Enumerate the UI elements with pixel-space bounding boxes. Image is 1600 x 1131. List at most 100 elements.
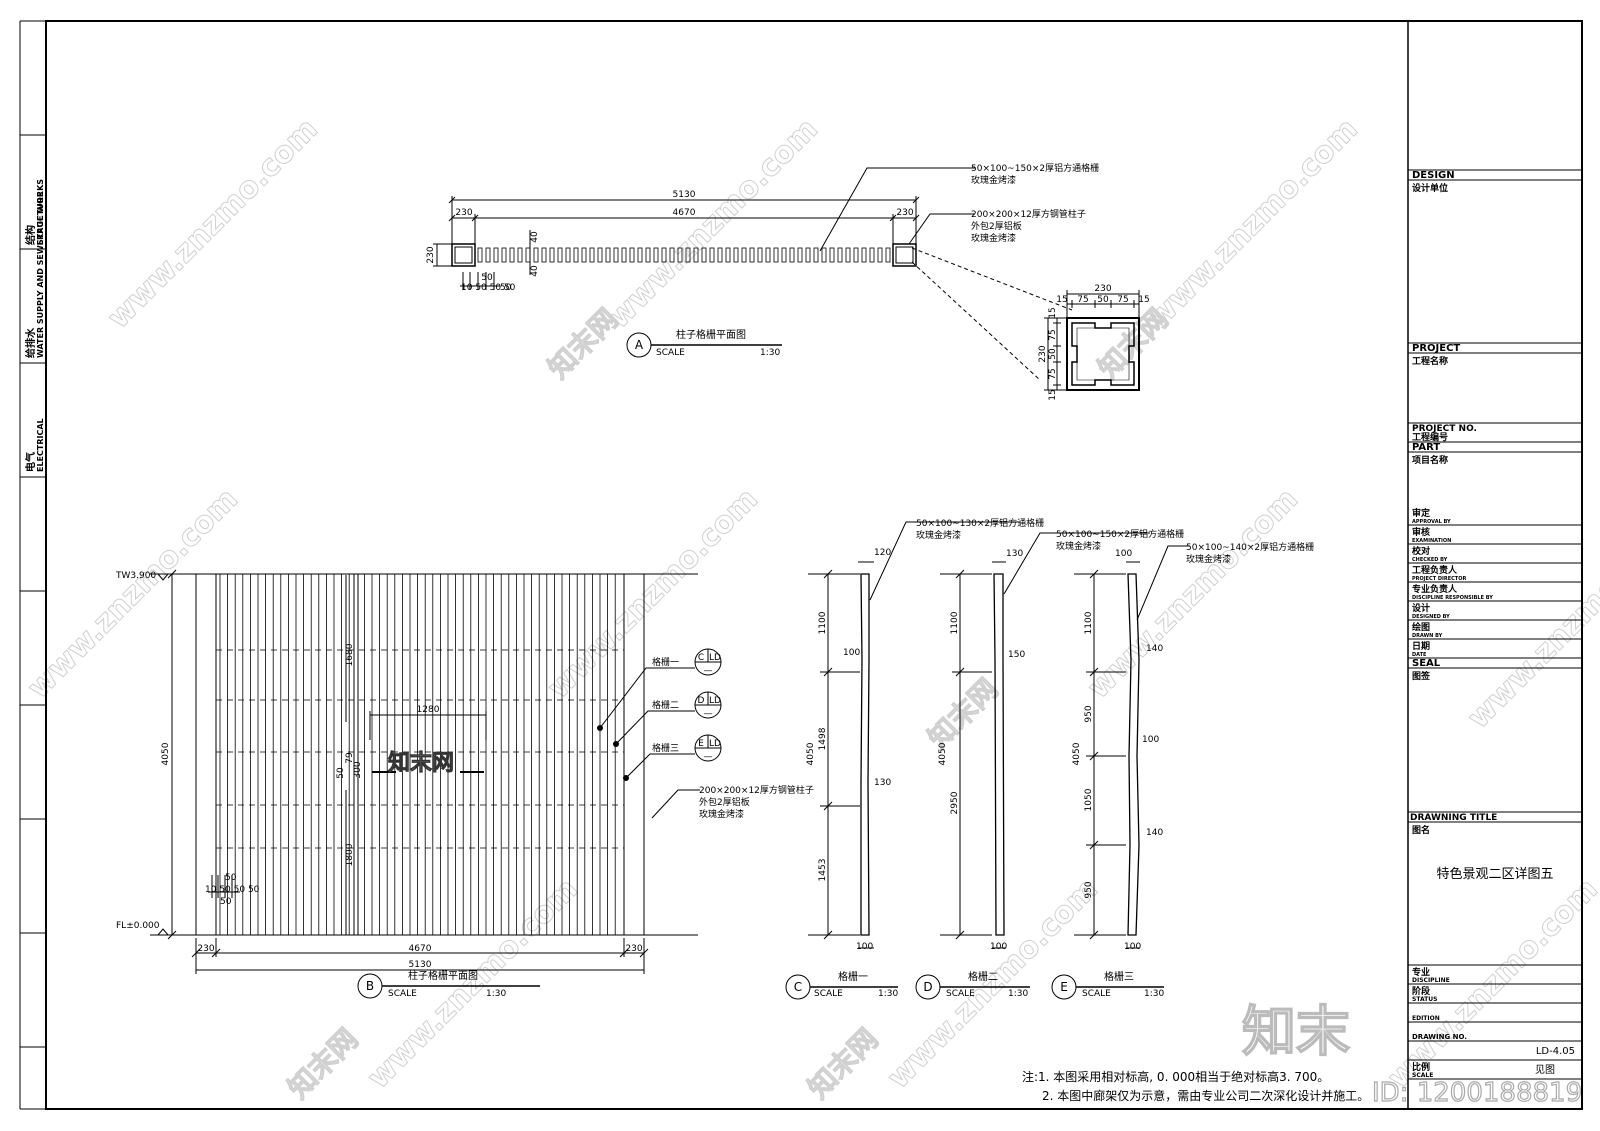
view-d-title: 格栅二 xyxy=(968,970,998,983)
view-a-dim-40a: 40 xyxy=(530,231,540,243)
view-d-h2: 2950 xyxy=(950,791,960,814)
view-a-dim-mid: 4670 xyxy=(673,208,696,218)
tb-design-en: DESIGN xyxy=(1412,170,1455,181)
watermark-id: ID: 1200188819 xyxy=(1372,1078,1582,1108)
view-c-mid1-w: 100 xyxy=(843,648,860,658)
view-a-dim-left: 230 xyxy=(455,208,472,218)
side-structure-cn: 结构 xyxy=(24,225,37,245)
view-b-dim-bottom-right: 230 xyxy=(625,944,642,954)
view-e-total-h: 4050 xyxy=(1072,742,1082,765)
grille-slat xyxy=(661,247,667,263)
view-b-elevation xyxy=(150,569,722,999)
view-b-scale-value: 1:30 xyxy=(486,989,506,999)
view-b-dim-1680: 1680 xyxy=(345,643,355,666)
detail-side-row-4: 15 xyxy=(1048,389,1058,400)
view-b-tw-label: TW3.900 xyxy=(115,571,156,581)
view-b-title: 柱子格栅平面图 xyxy=(408,969,478,982)
grille-slat xyxy=(741,247,747,263)
view-b-dim-bottom-total: 5130 xyxy=(409,960,432,970)
view-a-note-grille-1: 50×100~150×2厚铝方通格栅 xyxy=(971,162,1099,174)
view-e-mid3-w: 140 xyxy=(1146,828,1163,838)
grille-slat xyxy=(773,247,779,263)
tb-project-no-cn: 工程编号 xyxy=(1412,431,1448,443)
view-c-labels: 50×100~130×2厚铝方通格栅 玫瑰金烤漆 120 100 130 100… xyxy=(794,517,1044,999)
grille-slat xyxy=(645,247,651,263)
view-a-scale-value: 1:30 xyxy=(760,348,780,358)
view-c-note-2: 玫瑰金烤漆 xyxy=(916,529,961,541)
grille-slat xyxy=(517,247,523,263)
view-b-tag1-top: C xyxy=(698,653,704,663)
view-b-dim-1800: 1800 xyxy=(345,843,355,866)
side-strip: 结构 STRUCTURE 给排水 WATER SUPPLY AND SEWERA… xyxy=(24,179,45,472)
view-e-bottom-w: 100 xyxy=(1124,942,1141,952)
tb-scale-value: 见图 xyxy=(1535,1064,1555,1076)
view-e-h2: 950 xyxy=(1084,705,1094,722)
tb-date-cn: 日期 xyxy=(1412,640,1430,652)
watermark-text: www.znzmo.com xyxy=(1141,112,1365,336)
sheet-frame xyxy=(19,20,1583,1110)
view-b-dash-lines xyxy=(216,649,624,849)
view-b-slats xyxy=(219,574,616,935)
tb-part-cn: 项目名称 xyxy=(1412,454,1448,466)
grille-slat xyxy=(621,247,627,263)
view-c-title: 格栅一 xyxy=(838,970,868,983)
view-d-note-1: 50×100~150×2厚铝方通格栅 xyxy=(1056,528,1184,540)
view-a-dim-50a: 50 xyxy=(481,273,493,283)
view-c-note-1: 50×100~130×2厚铝方通格栅 xyxy=(916,517,1044,529)
view-d-note-2: 玫瑰金烤漆 xyxy=(1056,540,1101,552)
view-b-tag1-bottom: — xyxy=(704,666,713,676)
grille-slat xyxy=(693,247,699,263)
watermark-text: www.znzmo.com xyxy=(881,872,1105,1096)
grille-slat xyxy=(589,247,595,263)
tb-date-en: DATE xyxy=(1412,652,1427,658)
grille-slat xyxy=(653,247,659,263)
view-b-dim-row-a: 50 xyxy=(225,873,237,883)
view-c-bottom-w: 100 xyxy=(856,942,873,952)
side-electrical-en: ELECTRICAL xyxy=(36,418,45,472)
view-a-dim-total: 5130 xyxy=(673,190,696,200)
grille-slat xyxy=(805,247,811,263)
grille-slat xyxy=(485,247,491,263)
watermark-text: www.znzmo.com xyxy=(1461,512,1600,736)
grille-slat xyxy=(477,247,483,263)
general-notes: 注:1. 本图采用相对标高, 0. 000相当于绝对标高3. 700。 2. 本… xyxy=(1022,1069,1369,1103)
view-d-total-h: 4050 xyxy=(938,742,948,765)
tb-examination-cn: 审核 xyxy=(1412,526,1430,538)
view-a-note-col-2: 外包2厚铝板 xyxy=(971,220,1022,232)
view-b-col-note-2: 外包2厚铝板 xyxy=(699,796,750,808)
tb-status-cn: 阶段 xyxy=(1412,985,1431,997)
tb-director-cn: 工程负责人 xyxy=(1412,564,1458,576)
grille-slat xyxy=(525,247,531,263)
tb-examination-en: EXAMINATION xyxy=(1412,538,1451,544)
view-c-mid2-w: 130 xyxy=(874,778,891,788)
tb-seal-en: SEAL xyxy=(1412,658,1441,669)
grille-slat xyxy=(789,247,795,263)
tb-checked-en: CHECKED BY xyxy=(1412,557,1448,563)
view-e-mid1-w: 140 xyxy=(1146,644,1163,654)
column-detail xyxy=(1044,290,1140,391)
view-c-top-w: 120 xyxy=(874,548,891,558)
view-b-dim-1280: 1280 xyxy=(417,705,440,715)
tb-designed-cn: 设计 xyxy=(1412,602,1430,614)
view-d-mid1-w: 150 xyxy=(1008,650,1025,660)
view-c-h2: 1498 xyxy=(818,727,828,750)
tb-scale-en: SCALE xyxy=(1412,1072,1433,1079)
view-b-dim-bottom-mid: 4670 xyxy=(409,944,432,954)
view-a-labels: 5130 230 4670 230 230 40 40 50 10 50 50 … xyxy=(426,162,1099,358)
grille-slat xyxy=(501,247,507,263)
tb-drawing-no-en: DRAWING NO. xyxy=(1412,1033,1467,1041)
watermark-text: www.znzmo.com xyxy=(541,482,765,706)
grille-slat xyxy=(797,247,803,263)
view-d-top-w: 130 xyxy=(1006,549,1023,559)
grille-slat xyxy=(845,247,851,263)
view-b-dim-height: 4050 xyxy=(161,742,171,765)
grille-slat xyxy=(509,247,515,263)
watermark-brand: 知末网 xyxy=(282,1022,365,1105)
view-b-tag2-bottom: — xyxy=(704,709,713,719)
detail-top-row-1: 75 xyxy=(1077,295,1088,305)
grille-slat xyxy=(597,247,603,263)
detail-top-dim: 230 xyxy=(1094,284,1111,294)
watermark-brand: 知末网 xyxy=(922,672,1005,755)
view-d-scale-label: SCALE xyxy=(946,989,975,999)
